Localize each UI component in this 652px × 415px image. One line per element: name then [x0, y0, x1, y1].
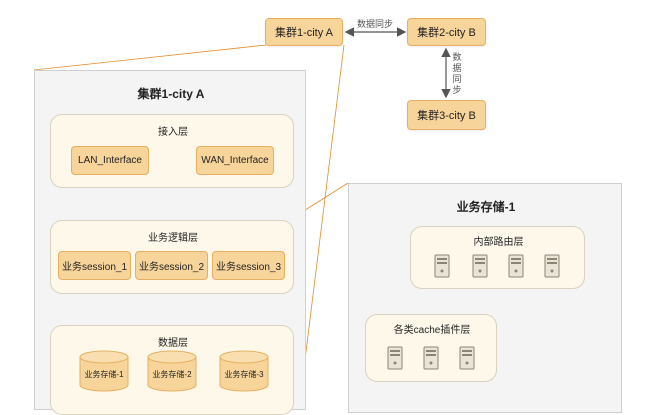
sync-char: 据 — [452, 63, 462, 73]
layer-title: 业务逻辑层 — [148, 233, 198, 244]
panel-title: 集群1-city A — [137, 87, 205, 101]
cluster-3-city-b-node[interactable]: 集群3-city B — [407, 100, 486, 130]
storage-3-db[interactable]: 业务存储-3 — [219, 350, 269, 392]
server-icon — [472, 254, 488, 278]
cluster-detail-panel: 集群1-city A 接入层 LAN_Interface WAN_Interfa… — [34, 70, 306, 415]
server-icon — [434, 254, 450, 278]
server-icon — [459, 346, 475, 370]
layer-title: 各类cache插件层 — [393, 325, 471, 336]
lan-interface-box[interactable]: LAN_Interface — [71, 146, 149, 175]
sync-char: 数 — [452, 52, 462, 62]
storage-2-db[interactable]: 业务存储-2 — [147, 350, 197, 392]
cache-layer: 各类cache插件层 — [365, 314, 497, 382]
sync-char: 同 — [452, 74, 462, 84]
zoom-line-left — [33, 44, 267, 71]
server-icon — [387, 346, 403, 370]
storage-1-label: 业务存储-1 — [84, 370, 124, 379]
session-2-box[interactable]: 业务session_2 — [135, 251, 208, 280]
wan-interface-box[interactable]: WAN_Interface — [196, 146, 274, 175]
layer-title: 内部路由层 — [473, 237, 524, 248]
session-1-box[interactable]: 业务session_1 — [58, 251, 131, 280]
server-icon — [508, 254, 524, 278]
layer-title: 数据层 — [158, 338, 188, 349]
cluster-2-city-b-node[interactable]: 集群2-city B — [407, 18, 486, 46]
storage-3-label: 业务存储-3 — [224, 370, 264, 379]
database-icon — [79, 350, 129, 392]
data-layer: 数据层 业务存储-1 业务存储-2 业务存储-3 — [50, 325, 294, 415]
storage-detail-panel: 业务存储-1 内部路由层 各类cache插件层 — [348, 183, 622, 413]
layer-title: 接入层 — [158, 127, 188, 138]
storage-1-db[interactable]: 业务存储-1 — [79, 350, 129, 392]
panel-title: 业务存储-1 — [456, 200, 516, 214]
sync-label-vertical: 数 据 同 步 — [451, 52, 463, 96]
database-icon — [219, 350, 269, 392]
database-icon — [147, 350, 197, 392]
access-layer: 接入层 LAN_Interface WAN_Interface — [50, 114, 294, 188]
sync-label-horizontal: 数据同步 — [357, 19, 394, 29]
session-3-box[interactable]: 业务session_3 — [212, 251, 285, 280]
zoom-line-right — [299, 44, 345, 400]
server-icon — [423, 346, 439, 370]
logic-layer: 业务逻辑层 业务session_1 业务session_2 业务session_… — [50, 220, 294, 294]
storage-2-label: 业务存储-2 — [152, 370, 192, 379]
sync-char: 步 — [452, 85, 462, 95]
routing-layer: 内部路由层 — [410, 226, 585, 289]
cluster-city-a-node[interactable]: 集群1-city A — [265, 18, 343, 46]
server-icon — [544, 254, 560, 278]
